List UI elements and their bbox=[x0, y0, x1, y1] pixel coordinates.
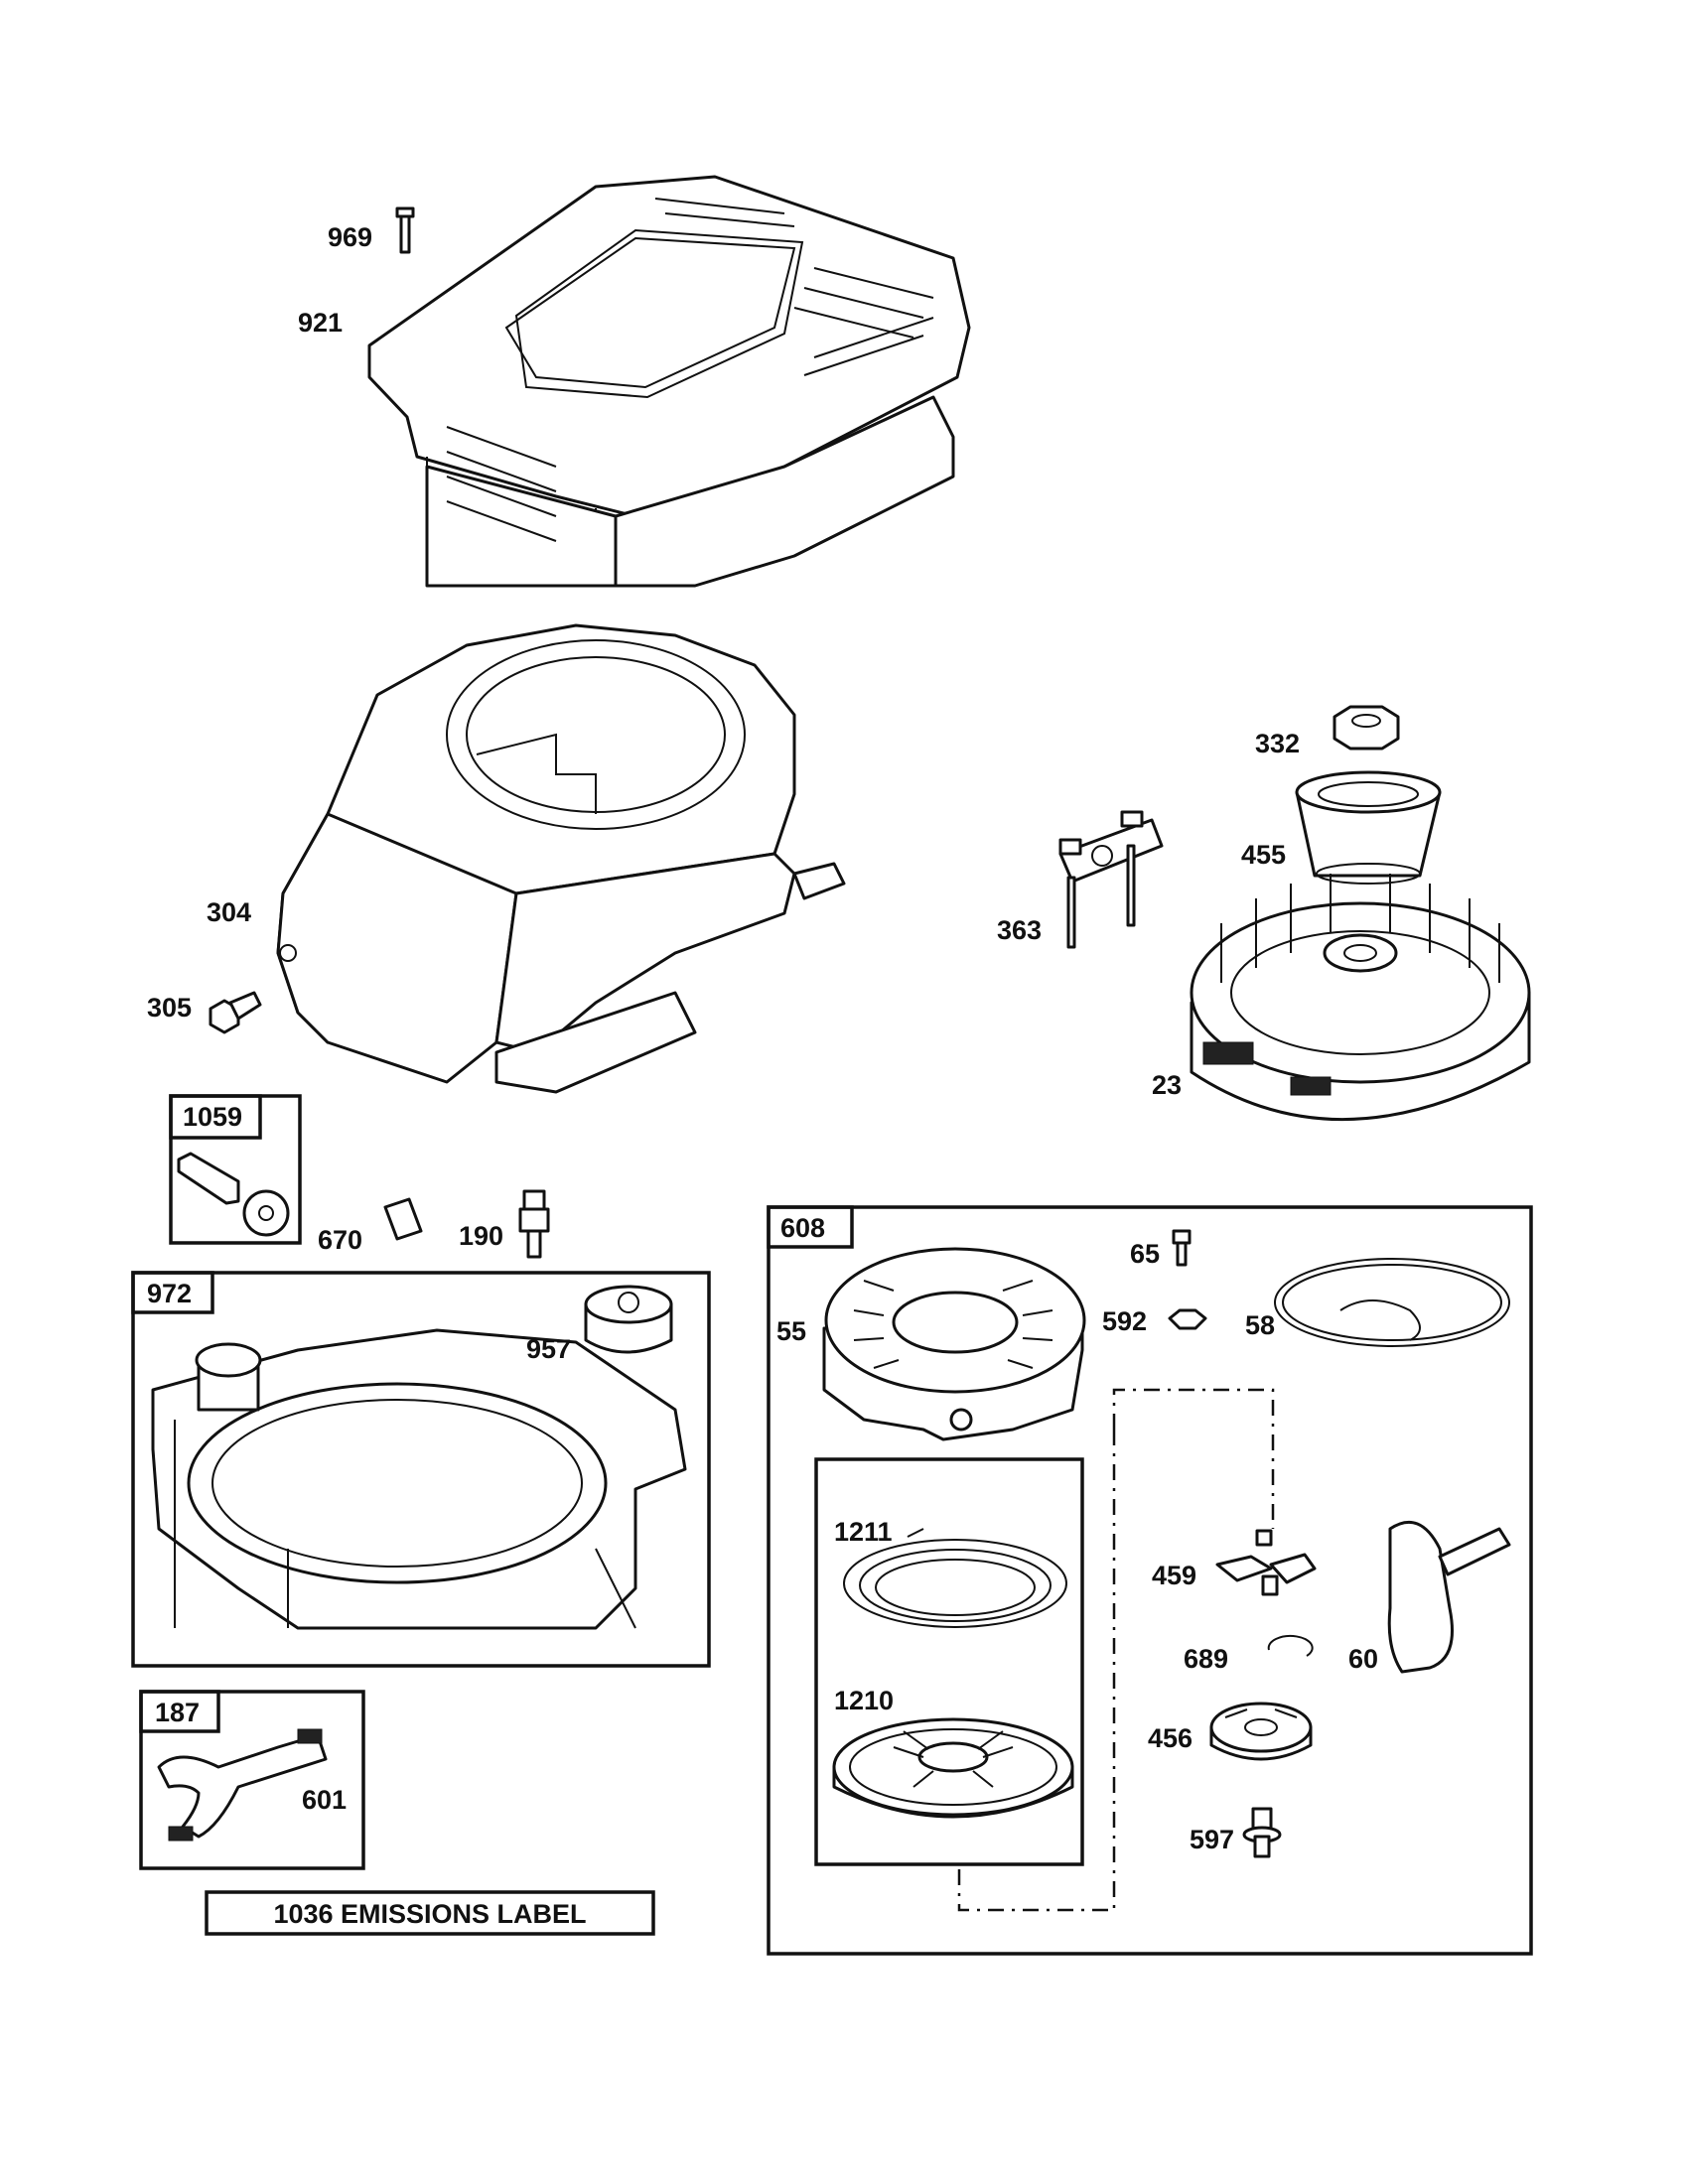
part-304-blower-housing bbox=[276, 623, 846, 1094]
callout-23: 23 bbox=[1152, 1070, 1182, 1100]
callout-456: 456 bbox=[1148, 1723, 1193, 1753]
callout-601: 601 bbox=[302, 1785, 347, 1815]
part-305-bolt bbox=[209, 991, 262, 1034]
box-label-187: 187 bbox=[155, 1698, 200, 1727]
part-957-fuel-cap bbox=[584, 1285, 673, 1354]
callout-55: 55 bbox=[776, 1316, 806, 1346]
part-58-starter-rope bbox=[1274, 1258, 1510, 1347]
callout-60: 60 bbox=[1348, 1644, 1378, 1674]
box-label-1059: 1059 bbox=[183, 1102, 242, 1132]
part-363-bracket bbox=[1058, 810, 1164, 949]
callout-597: 597 bbox=[1190, 1825, 1234, 1854]
box-608 bbox=[767, 1205, 1533, 1956]
emissions-label-box bbox=[205, 1890, 655, 1936]
part-55-starter-housing bbox=[822, 1247, 1086, 1441]
part-455-starter-cup bbox=[1295, 770, 1442, 885]
callout-957: 957 bbox=[526, 1334, 571, 1364]
callout-592: 592 bbox=[1102, 1306, 1147, 1336]
callout-304: 304 bbox=[207, 897, 251, 927]
box-1059 bbox=[169, 1094, 302, 1245]
part-332-nut bbox=[1333, 705, 1400, 751]
inner-box-pulley bbox=[814, 1457, 1084, 1866]
callout-1210: 1210 bbox=[834, 1686, 894, 1715]
callout-1211: 1211 bbox=[834, 1517, 893, 1547]
callout-455: 455 bbox=[1241, 840, 1286, 870]
callout-305: 305 bbox=[147, 993, 192, 1023]
callout-190: 190 bbox=[459, 1221, 503, 1251]
part-65-screw bbox=[1172, 1229, 1192, 1267]
callout-670: 670 bbox=[318, 1225, 362, 1255]
callout-689: 689 bbox=[1184, 1644, 1228, 1674]
part-592-nut bbox=[1168, 1308, 1207, 1330]
callout-969: 969 bbox=[328, 222, 372, 252]
part-1211-rewind-spring bbox=[843, 1528, 1067, 1628]
part-23-flywheel bbox=[1190, 874, 1531, 1121]
box-187 bbox=[139, 1690, 365, 1870]
callout-65: 65 bbox=[1130, 1239, 1160, 1269]
part-1210-pulley bbox=[832, 1717, 1074, 1819]
part-597-screw bbox=[1242, 1807, 1282, 1858]
callout-58: 58 bbox=[1245, 1310, 1275, 1340]
box-972 bbox=[131, 1271, 711, 1668]
part-969-screw bbox=[395, 206, 415, 254]
box-label-608: 608 bbox=[780, 1213, 825, 1243]
callout-459: 459 bbox=[1152, 1561, 1196, 1590]
emissions-label-text: 1036 EMISSIONS LABEL bbox=[273, 1899, 586, 1929]
part-921-engine-cover bbox=[367, 175, 971, 588]
callout-332: 332 bbox=[1255, 729, 1300, 758]
part-670-spacer bbox=[383, 1197, 423, 1241]
callout-363: 363 bbox=[997, 915, 1042, 945]
part-456-pawl-retainer bbox=[1209, 1702, 1313, 1761]
part-60-starter-handle bbox=[1387, 1520, 1511, 1674]
assembly-link-line bbox=[957, 1388, 1275, 1912]
part-459-pawl bbox=[1215, 1529, 1317, 1596]
part-689-retainer-ring bbox=[1267, 1634, 1314, 1657]
box-label-972: 972 bbox=[147, 1279, 192, 1308]
callout-921: 921 bbox=[298, 308, 343, 338]
part-190-stud bbox=[518, 1189, 550, 1259]
